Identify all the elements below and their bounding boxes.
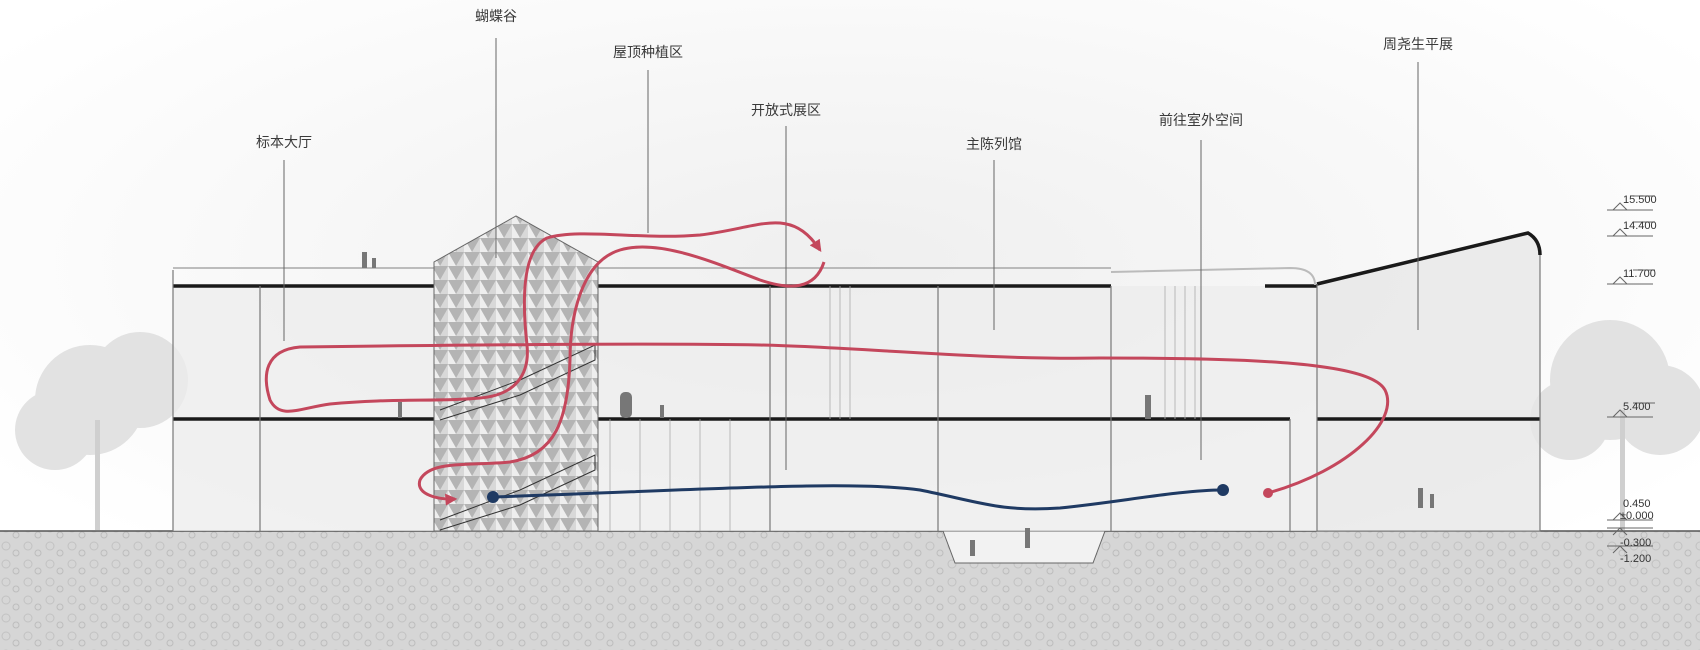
red-visit-route: [264, 221, 1390, 495]
label-butterfly-valley: 蝴蝶谷: [475, 9, 517, 25]
elevation-11700: 11.700: [1623, 268, 1656, 280]
elevation-5400: 5.400: [1623, 401, 1651, 413]
label-main-gallery: 主陈列馆: [966, 137, 1022, 153]
label-zhouyao-exhibition: 周尧生平展: [1383, 37, 1453, 53]
ground: [0, 531, 1700, 650]
elevation-markers: [1607, 195, 1655, 554]
elevation-14400: 14.400: [1623, 220, 1657, 232]
blue-route-start: [487, 491, 499, 503]
stairs: [439, 344, 596, 531]
label-specimen-hall: 标本大厅: [256, 135, 312, 151]
red-visit-route-2: [417, 245, 826, 506]
basement-pit: [942, 530, 1106, 564]
elevation-minus-0300: -0.300: [1620, 537, 1652, 549]
elevation-minus-1200: -1.200: [1620, 553, 1652, 565]
people-silhouettes: [362, 252, 1434, 556]
building: [172, 215, 1542, 532]
elevation-15500: 15.500: [1623, 194, 1657, 206]
label-open-exhibition: 开放式展区: [751, 103, 821, 119]
elevation-0000: ±0.000: [1620, 510, 1654, 522]
blue-visit-route: [492, 484, 1224, 511]
elevation-0450: 0.450: [1623, 498, 1651, 510]
blue-route-end: [1217, 484, 1229, 496]
tree-left: [15, 332, 188, 530]
leader-lines: [283, 38, 1419, 470]
butterfly-valley-tower: [433, 215, 599, 532]
red-route-endpoint: [1263, 488, 1273, 498]
label-roof-planting: 屋顶种植区: [613, 45, 683, 61]
tree-right: [1530, 320, 1700, 530]
label-to-outdoor: 前往室外空间: [1159, 113, 1243, 129]
